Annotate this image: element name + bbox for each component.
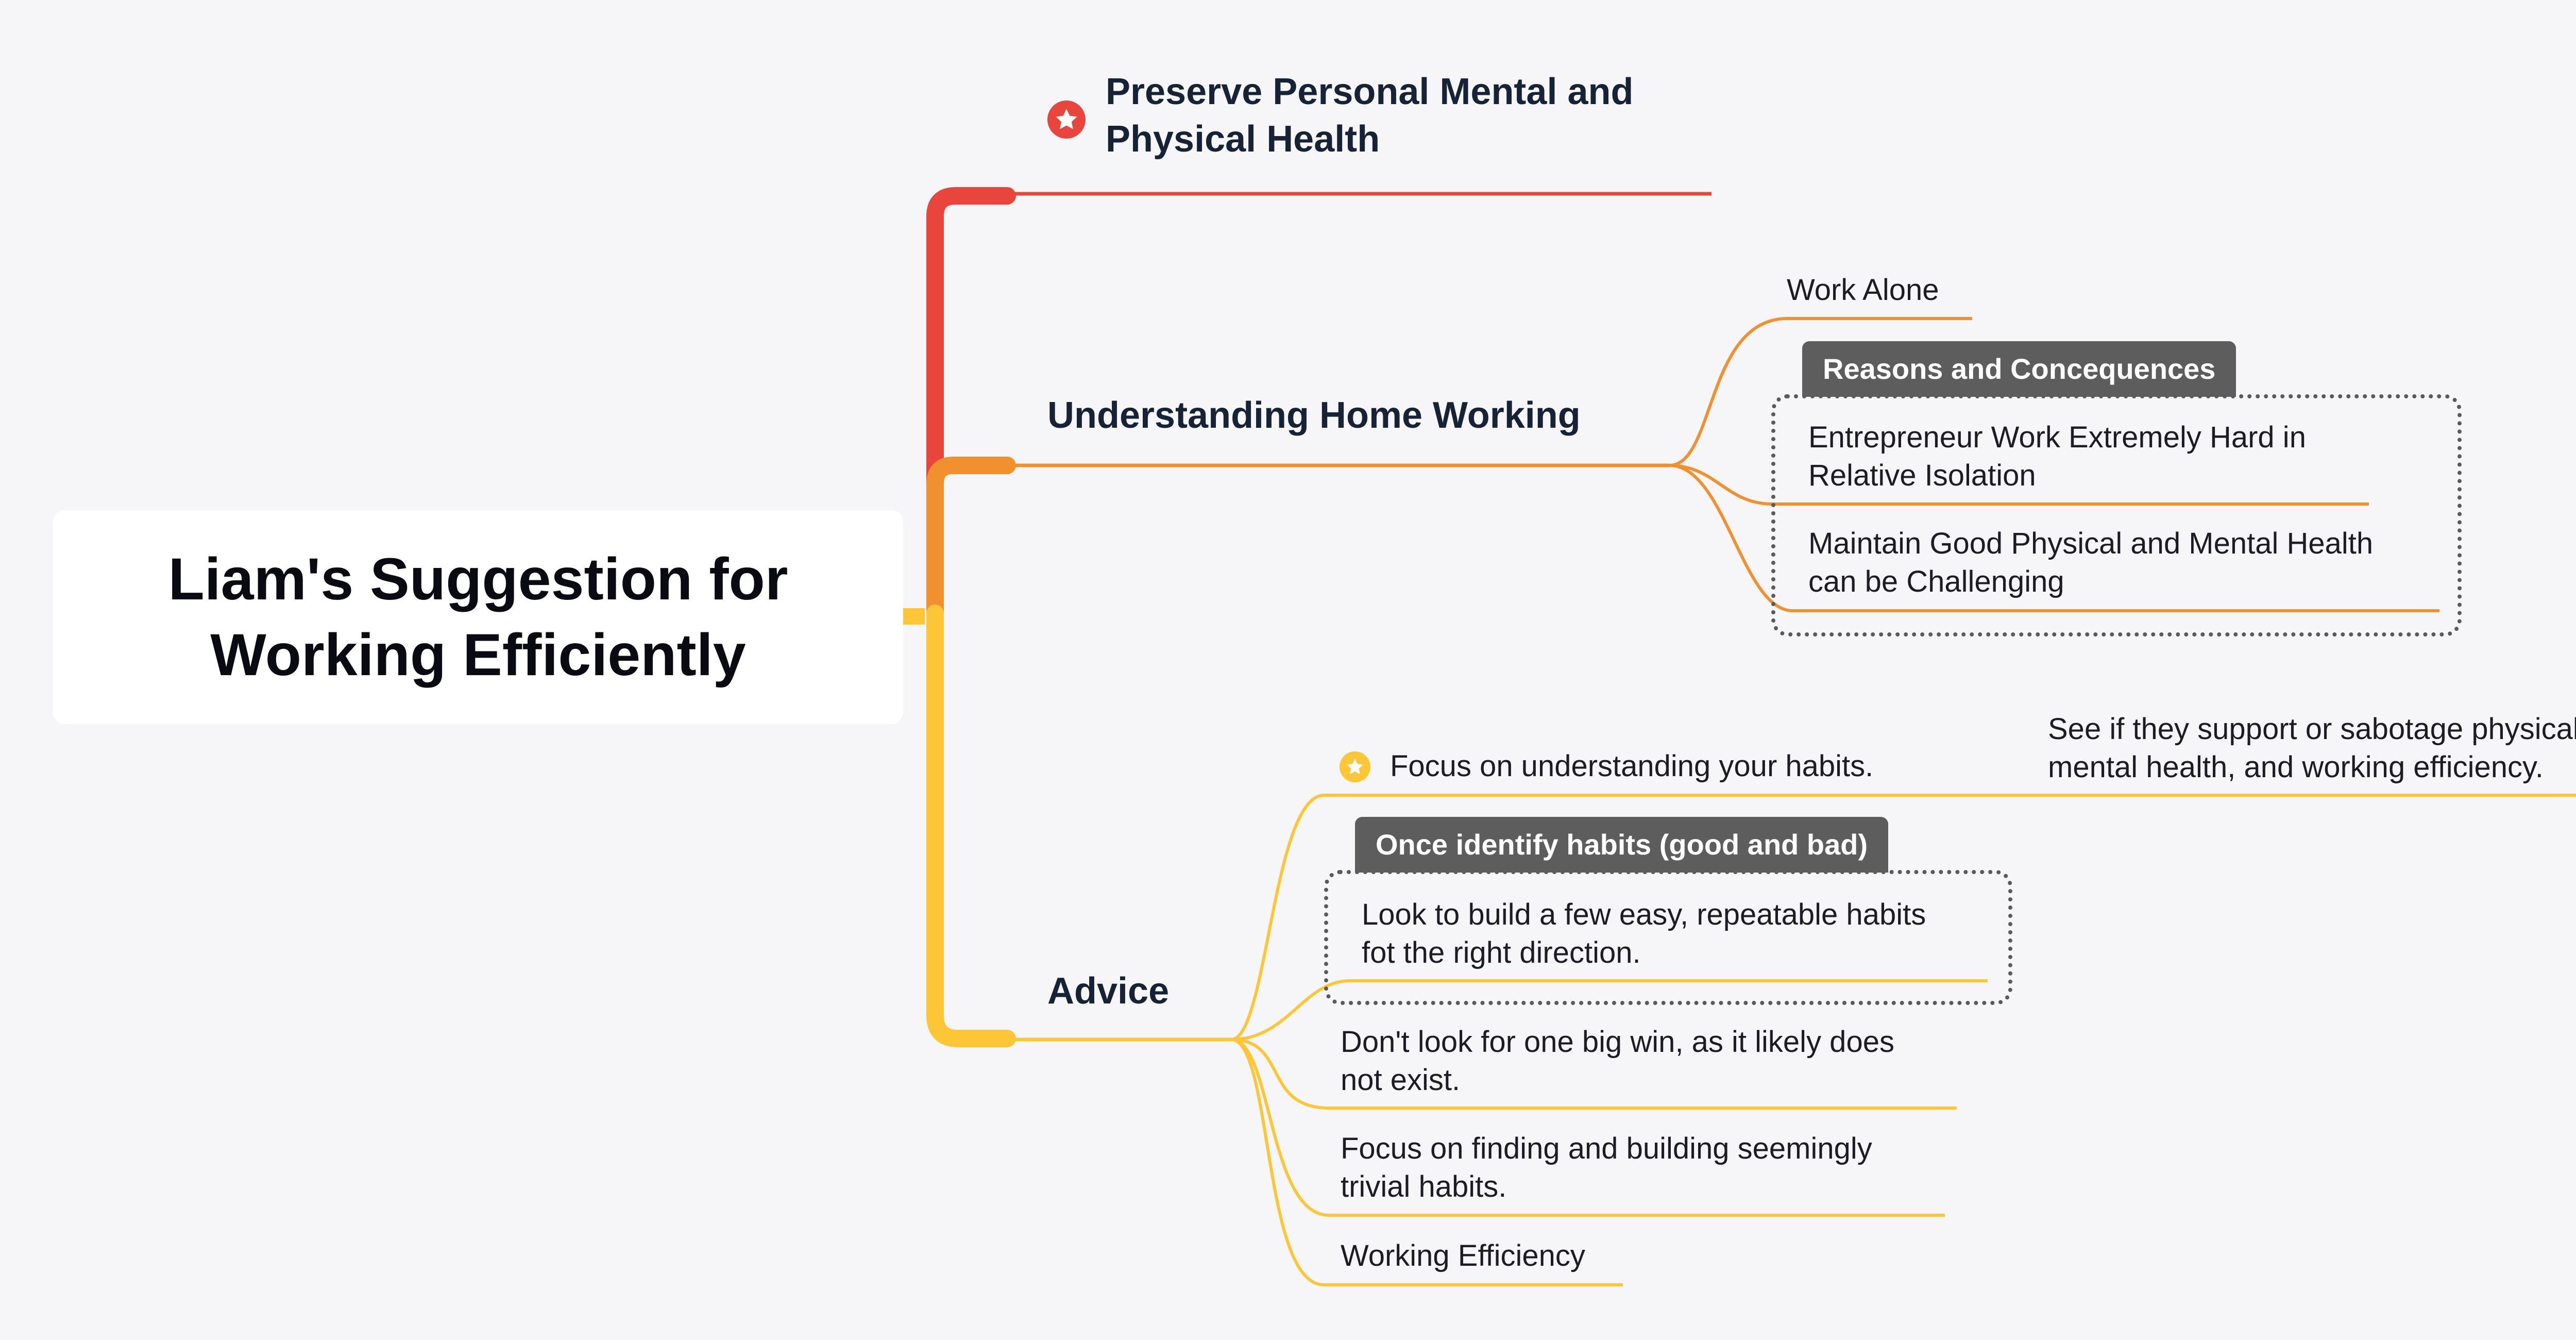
- subtopic-working-efficiency[interactable]: Working Efficiency: [1341, 1239, 1585, 1272]
- summary-tag-habits[interactable]: Once identify habits (good and bad): [1355, 817, 1889, 873]
- root-connector: [903, 608, 925, 625]
- advice-branch-efficiency: [1231, 1038, 1623, 1286]
- subtopic-relative-isolation[interactable]: Entrepreneur Work Extremely Hard in Rela…: [1808, 421, 2306, 493]
- subtopic-work-alone[interactable]: Work Alone: [1787, 273, 1939, 307]
- advice-branch-build: [1231, 979, 1988, 1041]
- summary-tag-reasons[interactable]: Reasons and Concequences: [1802, 341, 2236, 397]
- topic-preserve-health[interactable]: Preserve Personal Mental and Physical He…: [1106, 71, 1634, 160]
- subtopic-build-habits[interactable]: Look to build a few easy, repeatable hab…: [1362, 898, 1926, 970]
- trunk-health: [926, 187, 1016, 627]
- advice-branch-big-win: [1231, 1038, 1957, 1110]
- home-branch-isolation: [1669, 464, 2369, 506]
- subtopic-trivial-habits[interactable]: Focus on finding and building seemingly …: [1341, 1132, 1872, 1204]
- subtopic-no-big-win[interactable]: Don't look for one big win, as it likely…: [1341, 1025, 1894, 1097]
- star-badge-icon: [1340, 751, 1370, 782]
- advice-branch-habits: [1231, 794, 2576, 1041]
- central-topic-title: Liam's Suggestion for Working Efficientl…: [168, 546, 788, 688]
- subtopic-health-challenging[interactable]: Maintain Good Physical and Mental Health…: [1808, 527, 2374, 599]
- central-topic-card[interactable]: Liam's Suggestion for Working Efficientl…: [53, 510, 903, 724]
- star-badge-icon: [1047, 100, 1086, 139]
- subtopic-understand-habits[interactable]: Focus on understanding your habits.: [1390, 749, 1874, 783]
- note-support-or-sabotage[interactable]: See if they support or sabotage physical…: [2048, 712, 2576, 784]
- advice-branch-trivial: [1231, 1038, 1945, 1217]
- topic-understanding-home-working[interactable]: Understanding Home Working: [1047, 395, 1581, 436]
- trunk-home: [926, 457, 1016, 627]
- home-branch-work-alone: [1669, 317, 1972, 467]
- home-branch-challenging: [1669, 464, 2439, 612]
- trunk-advice: [926, 605, 1016, 1047]
- topic-advice[interactable]: Advice: [1047, 970, 1170, 1012]
